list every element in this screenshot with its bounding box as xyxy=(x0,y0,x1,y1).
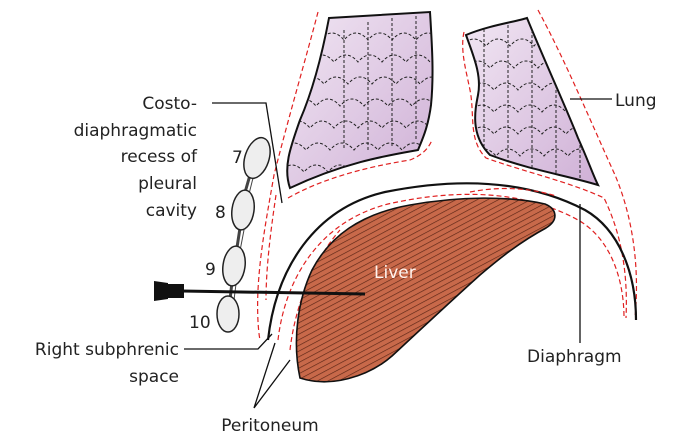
label-costo-line1: Costo- xyxy=(142,94,197,114)
label-diaphragm: Diaphragm xyxy=(527,347,622,367)
rib-label-9: 9 xyxy=(205,260,216,280)
leader-peritoneum xyxy=(254,343,290,408)
label-lung: Lung xyxy=(615,91,657,111)
rib-label-7: 7 xyxy=(232,148,243,168)
label-right-subphrenic-line1: Right subphrenic xyxy=(35,340,179,360)
lung-left xyxy=(287,12,432,188)
label-costo-line5: cavity xyxy=(146,201,197,221)
label-costo-line4: pleural xyxy=(138,174,197,194)
pleura-left-inner xyxy=(266,195,276,300)
rib-10 xyxy=(217,296,239,332)
liver xyxy=(296,198,554,382)
rib-8 xyxy=(229,189,256,232)
label-peritoneum: Peritoneum xyxy=(221,416,318,436)
rib-label-10: 10 xyxy=(189,313,211,333)
rib-chain xyxy=(217,134,275,332)
rib-label-8: 8 xyxy=(215,203,226,223)
label-costo-line2: diaphragmatic xyxy=(74,121,197,141)
label-liver: Liver xyxy=(374,263,416,283)
rib-9 xyxy=(220,245,247,288)
rib-7 xyxy=(239,134,275,181)
label-costo-line3: recess of xyxy=(121,147,198,167)
label-right-subphrenic-line2: space xyxy=(129,367,179,387)
